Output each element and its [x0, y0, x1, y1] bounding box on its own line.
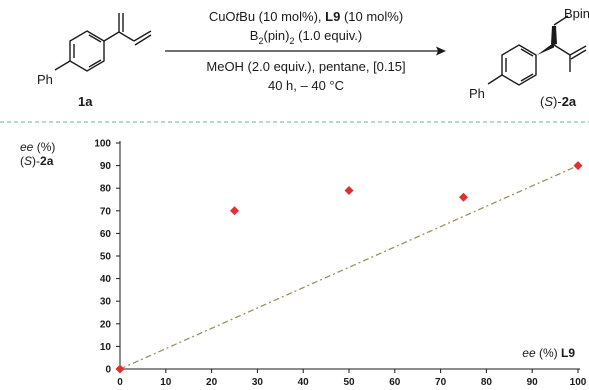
- y-tick-label: 40: [100, 274, 112, 285]
- x-ticks: 0 10 20 30 40 50 60 70 80 90 100: [117, 369, 587, 388]
- axes: [119, 141, 580, 370]
- y-tick-label: 90: [100, 161, 112, 172]
- data-point: [230, 206, 239, 216]
- product-structure: [487, 15, 587, 86]
- y-ticks: 0 10 20 30 40 50 60 70 80 90 100: [94, 139, 120, 376]
- product-substituent: Ph: [469, 86, 485, 101]
- x-tick-label: 100: [570, 377, 587, 388]
- conditions-line-2: B2(pin)2 (1.0 equiv.): [250, 28, 362, 46]
- data-point: [573, 161, 583, 171]
- reaction-arrow: [165, 46, 446, 56]
- y-tick-label: 30: [100, 297, 112, 308]
- x-tick-label: 20: [206, 377, 218, 388]
- chart: ee (%) (S)-2a 0 10 20 30 40 50 60 70 80 90 100 0 10…: [20, 139, 587, 389]
- y-tick-label: 10: [100, 342, 112, 353]
- stereo-bonds: [537, 26, 557, 55]
- y-axis-label-line-2: (S)-2a: [20, 154, 54, 168]
- product-group: Bpin: [564, 6, 589, 21]
- x-tick-label: 80: [481, 377, 493, 388]
- x-tick-label: 50: [343, 377, 355, 388]
- product-label: (S)-2a: [540, 94, 577, 109]
- reaction-scheme: Ph 1a CuOtBu (10 mol%), L9 (10 mol%) B2(…: [37, 6, 589, 109]
- conditions-line-1: CuOtBu (10 mol%), L9 (10 mol%): [209, 9, 403, 24]
- y-tick-label: 20: [100, 319, 112, 330]
- reference-line: [119, 165, 579, 370]
- data-point: [459, 192, 468, 202]
- reactant-structure: [54, 13, 152, 72]
- y-tick-label: 60: [100, 229, 112, 240]
- data-point: [115, 364, 125, 374]
- reactant-substituent: Ph: [37, 72, 53, 87]
- data-points: [115, 161, 583, 374]
- x-tick-label: 70: [435, 377, 447, 388]
- data-point: [344, 185, 354, 195]
- conditions-line-4: 40 h, – 40 °C: [268, 78, 344, 93]
- x-tick-label: 30: [252, 377, 264, 388]
- x-tick-label: 90: [527, 377, 539, 388]
- reactant-label: 1a: [78, 94, 93, 109]
- y-tick-label: 80: [100, 184, 112, 195]
- conditions-line-3: MeOH (2.0 equiv.), pentane, [0.15]: [206, 59, 405, 74]
- y-tick-label: 0: [105, 365, 111, 376]
- x-tick-label: 10: [160, 377, 172, 388]
- x-tick-label: 60: [389, 377, 401, 388]
- x-tick-label: 40: [298, 377, 310, 388]
- y-axis-label-line-1: ee (%): [20, 140, 55, 154]
- x-tick-label: 0: [117, 377, 123, 388]
- y-tick-label: 100: [94, 139, 111, 150]
- x-axis-label: ee (%) L9: [522, 346, 575, 360]
- y-tick-label: 50: [100, 252, 112, 263]
- y-tick-label: 70: [100, 206, 112, 217]
